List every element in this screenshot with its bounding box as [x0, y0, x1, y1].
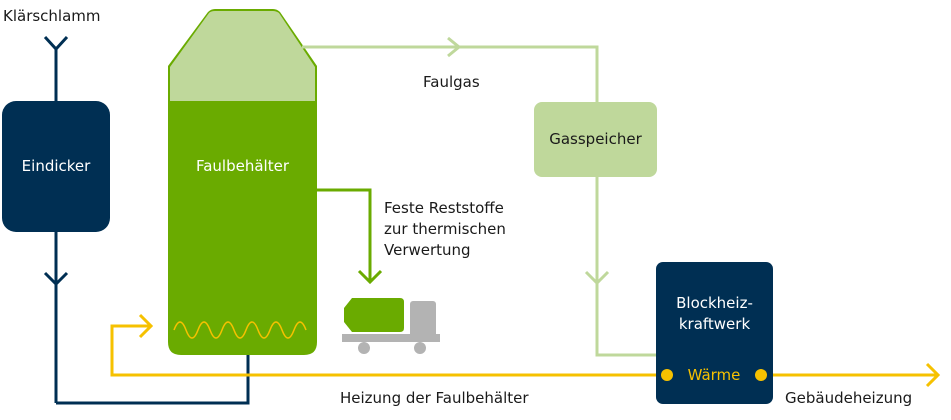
- gas-label: Faulgas: [423, 73, 480, 91]
- input-label: Klärschlamm: [3, 7, 101, 25]
- gas-flow: [302, 36, 660, 357]
- heat-flow: [110, 313, 941, 388]
- residue-label-line1: Feste Reststoffe: [384, 199, 504, 217]
- residue-arrow-icon: [357, 269, 383, 285]
- thickener-box: [2, 101, 110, 232]
- building-heating-arrow-icon: [925, 362, 941, 388]
- heating-arrow-icon: [138, 313, 154, 339]
- sludge-flow: [43, 35, 250, 405]
- gas-down-arrow-icon: [584, 270, 610, 286]
- heat-label: Wärme: [687, 366, 741, 384]
- digester-label: Faulbehälter: [195, 157, 289, 175]
- gas-storage-label: Gasspeicher: [549, 130, 642, 148]
- residue-flow: [317, 188, 383, 285]
- thickener-label: Eindicker: [21, 157, 91, 175]
- residue-label-line3: Verwertung: [384, 241, 471, 259]
- heat-in-dot: [661, 369, 673, 381]
- chp-label: Blockheiz- kraftwerk: [656, 293, 773, 335]
- digester-heating-label: Heizung der Faulbehälter: [340, 389, 529, 407]
- chp-box: [656, 262, 773, 404]
- chp-label-line1: Blockheiz-: [676, 294, 753, 312]
- digester: [168, 9, 317, 355]
- residue-label: Feste Reststoffe zur thermischen Verwert…: [384, 198, 506, 261]
- truck-icon: [342, 298, 440, 354]
- residue-label-line2: zur thermischen: [384, 220, 506, 238]
- gas-storage-box: [534, 102, 657, 177]
- heating-coil-icon: [173, 321, 307, 339]
- chp-label-line2: kraftwerk: [678, 315, 751, 333]
- sludge-input-arrow-icon: [43, 35, 69, 52]
- heat-out-dot: [755, 369, 767, 381]
- building-heating-label: Gebäudeheizung: [785, 389, 913, 407]
- sludge-down-arrow-icon: [43, 271, 69, 287]
- gas-arrow-icon: [447, 36, 462, 58]
